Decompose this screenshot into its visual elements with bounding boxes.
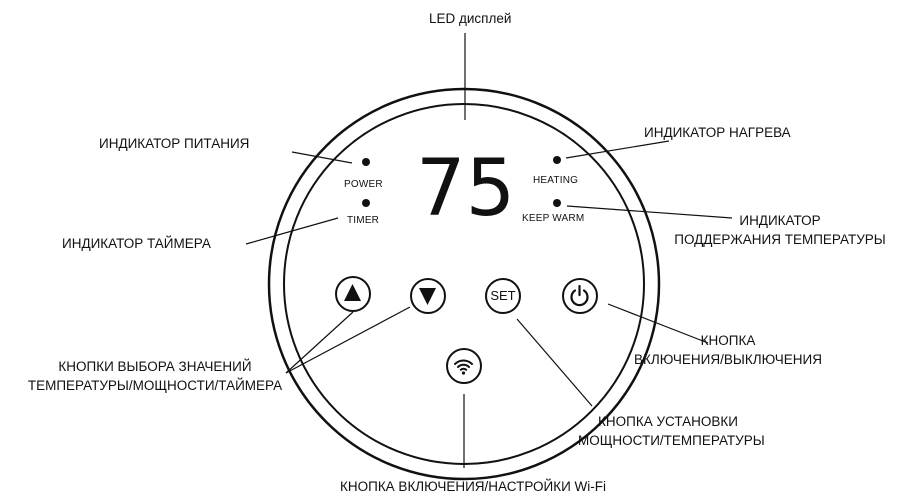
on-off-callout-line-1: КНОПКА xyxy=(700,333,756,348)
keep-warm-callout-line-2: ПОДДЕРЖАНИЯ ТЕМПЕРАТУРЫ xyxy=(674,232,886,247)
power-indicator-dot xyxy=(362,158,370,166)
power-indicator-leader xyxy=(291,151,353,164)
wifi-button[interactable] xyxy=(446,348,482,384)
led-display-value: 75 xyxy=(416,144,516,234)
timer-indicator-callout: ИНДИКАТОР ТАЙМЕРА xyxy=(62,236,211,251)
keep-warm-indicator-dot xyxy=(553,199,561,207)
triangle-up-icon xyxy=(344,284,361,301)
on-off-button-leader xyxy=(607,303,709,344)
value-buttons-callout-line-2: ТЕМПЕРАТУРЫ/МОЩНОСТИ/ТАЙМЕРА xyxy=(27,378,283,393)
timer-indicator-leader xyxy=(245,217,339,245)
value-buttons-callout-line-1: КНОПКИ ВЫБОРА ЗНАЧЕНИЙ xyxy=(58,359,252,374)
value-buttons-callout: КНОПКИ ВЫБОРА ЗНАЧЕНИЙ ТЕМПЕРАТУРЫ/МОЩНО… xyxy=(10,357,300,395)
up-button[interactable] xyxy=(335,276,371,312)
power-indicator-label: POWER xyxy=(344,179,383,190)
up-button-leader xyxy=(285,311,354,374)
down-button[interactable] xyxy=(410,278,446,314)
set-callout-line-2: МОЩНОСТИ/ТЕМПЕРАТУРЫ xyxy=(578,433,765,448)
set-button-callout: КНОПКА УСТАНОВКИ МОЩНОСТИ/ТЕМПЕРАТУРЫ xyxy=(578,412,765,450)
on-off-callout-line-2: ВКЛЮЧЕНИЯ/ВЫКЛЮЧЕНИЯ xyxy=(634,352,822,367)
on-off-button-callout: КНОПКА ВКЛЮЧЕНИЯ/ВЫКЛЮЧЕНИЯ xyxy=(617,331,839,369)
power-button[interactable] xyxy=(562,278,598,314)
set-button[interactable]: SET xyxy=(485,278,521,314)
power-icon xyxy=(570,284,589,307)
set-callout-line-1: КНОПКА УСТАНОВКИ xyxy=(598,414,738,429)
heating-indicator-leader xyxy=(565,140,670,159)
down-button-leader xyxy=(285,306,411,374)
triangle-down-icon xyxy=(419,288,436,305)
heating-indicator-callout: ИНДИКАТОР НАГРЕВА xyxy=(644,125,791,140)
heating-indicator-label: HEATING xyxy=(533,175,579,186)
keep-warm-callout-line-1: ИНДИКАТОР xyxy=(739,213,821,228)
keep-warm-indicator-callout: ИНДИКАТОР ПОДДЕРЖАНИЯ ТЕМПЕРАТУРЫ xyxy=(655,211,905,249)
wifi-icon xyxy=(454,359,473,375)
set-button-leader xyxy=(516,318,593,407)
led-display-callout: LED дисплей xyxy=(429,11,512,26)
outer-ring xyxy=(267,87,661,481)
keep-warm-indicator-label: KEEP WARM xyxy=(522,213,585,224)
heating-indicator-dot xyxy=(553,156,561,164)
power-indicator-callout: ИНДИКАТОР ПИТАНИЯ xyxy=(99,136,250,151)
wifi-button-callout: КНОПКА ВКЛЮЧЕНИЯ/НАСТРОЙКИ Wi-Fi xyxy=(340,479,607,494)
timer-indicator-label: TIMER xyxy=(347,215,380,226)
keep-warm-indicator-leader xyxy=(566,205,733,219)
set-button-label: SET xyxy=(490,288,516,303)
timer-indicator-dot xyxy=(362,199,370,207)
